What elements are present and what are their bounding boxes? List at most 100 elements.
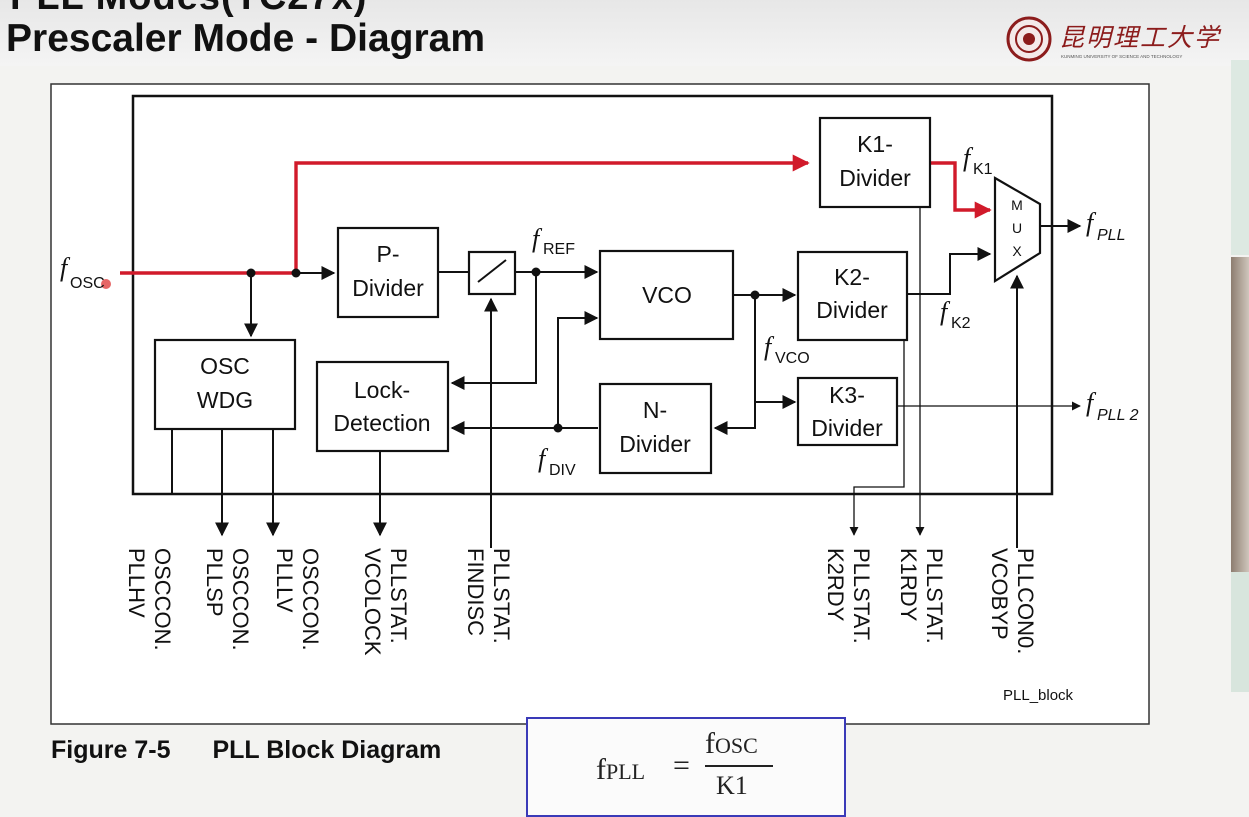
svg-text:OSCCON.: OSCCON. (150, 548, 175, 651)
university-logo: 昆明理工大学 KUNMING UNIVERSITY OF SCIENCE AND… (1005, 14, 1230, 66)
side-panel-bottom (1231, 572, 1249, 692)
svg-text:VCOLOCK: VCOLOCK (360, 548, 385, 656)
svg-text:N-: N- (643, 397, 667, 423)
register-label-pllcon0-vcobyp: PLLCON0. VCOBYP (987, 548, 1038, 654)
signal-wires (171, 207, 1082, 548)
register-label-pllstat-vcolock: PLLSTAT. VCOLOCK (360, 548, 411, 656)
svg-text:FINDISC: FINDISC (463, 548, 488, 636)
svg-text:P-: P- (377, 241, 400, 267)
svg-text:U: U (1012, 220, 1022, 236)
register-label-pllstat-k2rdy: PLLSTAT. K2RDY (823, 548, 874, 644)
svg-text:PLLSTAT.: PLLSTAT. (922, 548, 947, 644)
svg-text:PLLLV: PLLLV (272, 548, 297, 613)
signal-label-fvco: f VCO (764, 332, 810, 367)
svg-text:PLLSP: PLLSP (202, 548, 227, 617)
svg-text:Lock-: Lock- (354, 377, 410, 403)
svg-text:OSCCON.: OSCCON. (298, 548, 323, 651)
slide-supertitle: PLL Modes(TC27x) (10, 0, 367, 19)
svg-text:PLLSTAT.: PLLSTAT. (386, 548, 411, 644)
svg-text:OSC: OSC (70, 275, 105, 292)
svg-text:M: M (1011, 197, 1023, 213)
signal-label-fk2: f K2 (940, 297, 971, 332)
university-seal-icon (1006, 16, 1052, 62)
formula-box: fPLL = fOSC K1 (526, 717, 846, 817)
register-label-oscon-plllv: OSCCON. PLLLV (272, 548, 323, 651)
svg-text:PLLSTAT.: PLLSTAT. (849, 548, 874, 644)
svg-text:K2-: K2- (834, 264, 870, 290)
register-label-oscon-pllhv: OSCCON. PLLHV (124, 548, 175, 651)
pll-module-boundary (131, 94, 1054, 496)
vco-block: VCO (598, 249, 735, 341)
svg-text:f: f (940, 297, 951, 326)
svg-text:WDG: WDG (197, 387, 253, 413)
svg-text:PLL: PLL (1097, 227, 1125, 244)
signal-label-fpll: f PLL (1086, 208, 1125, 244)
svg-text:Divider: Divider (811, 415, 883, 441)
svg-text:f: f (764, 332, 775, 361)
signal-label-fpll2: f PLL 2 (1086, 388, 1139, 424)
formula-numerator: fOSC (705, 727, 758, 760)
university-name-cn: 昆明理工大学 (1059, 23, 1222, 52)
svg-text:Divider: Divider (839, 165, 911, 191)
formula-denominator: K1 (716, 771, 748, 800)
lock-detection-block: Lock- Detection (315, 360, 450, 453)
svg-text:f: f (1086, 388, 1097, 417)
university-name-en: KUNMING UNIVERSITY OF SCIENCE AND TECHNO… (1061, 54, 1183, 59)
svg-text:REF: REF (543, 241, 575, 258)
block-tag: PLL_block (1003, 687, 1074, 704)
cursor-pointer (101, 279, 111, 289)
svg-text:OSC: OSC (200, 353, 250, 379)
svg-text:f: f (532, 224, 543, 253)
formula-equals: = (673, 749, 690, 782)
k1-divider-block: K1- Divider (818, 116, 932, 209)
register-label-pllstat-k1rdy: PLLSTAT. K1RDY (896, 548, 947, 644)
signal-label-fk1: f K1 (963, 143, 993, 178)
signal-label-fosc: f OSC (60, 253, 105, 292)
svg-text:PLLHV: PLLHV (124, 548, 149, 618)
svg-text:f: f (963, 143, 974, 172)
mux-block: M U X (993, 176, 1042, 283)
k2-divider-block: K2- Divider (796, 250, 909, 342)
n-divider-block: N- Divider (598, 382, 713, 475)
formula-lhs: fPLL (596, 753, 646, 786)
svg-text:Divider: Divider (619, 431, 691, 457)
k3-divider-block: K3- Divider (796, 376, 899, 447)
svg-text:PLL 2: PLL 2 (1097, 407, 1139, 424)
side-video-thumbnail (1231, 257, 1249, 572)
svg-text:K3-: K3- (829, 382, 865, 408)
figure-number: Figure 7-5 (51, 736, 171, 764)
figure-title: PLL Block Diagram (212, 736, 442, 764)
svg-text:PLLSTAT.: PLLSTAT. (489, 548, 514, 644)
svg-text:VCOBYP: VCOBYP (987, 548, 1012, 640)
findisc-switch (467, 250, 517, 296)
svg-text:K1RDY: K1RDY (896, 548, 921, 622)
svg-text:f: f (1086, 208, 1097, 237)
svg-text:Detection: Detection (333, 410, 430, 436)
svg-text:Divider: Divider (816, 297, 888, 323)
svg-text:K1: K1 (973, 161, 993, 178)
fraction-bar (705, 765, 773, 767)
svg-text:VCO: VCO (642, 282, 692, 308)
register-label-oscon-pllsp: OSCCON. PLLSP (202, 548, 253, 651)
register-label-pllstat-findisc: PLLSTAT. FINDISC (463, 548, 514, 644)
svg-text:OSCCON.: OSCCON. (228, 548, 253, 651)
signal-label-fref: f REF (532, 224, 575, 258)
osc-wdg-block: OSC WDG (153, 338, 297, 431)
svg-text:PLLCON0.: PLLCON0. (1013, 548, 1038, 654)
side-panel-top (1231, 60, 1249, 255)
svg-text:f: f (60, 253, 71, 282)
svg-text:K2RDY: K2RDY (823, 548, 848, 622)
svg-text:DIV: DIV (549, 462, 576, 479)
svg-text:f: f (538, 444, 549, 473)
slide-title: Prescaler Mode - Diagram (6, 17, 486, 60)
figure-caption: Figure 7-5 PLL Block Diagram (51, 736, 441, 765)
prescaler-path-highlight (120, 154, 992, 275)
svg-text:VCO: VCO (775, 350, 810, 367)
svg-text:X: X (1012, 243, 1022, 259)
svg-text:Divider: Divider (352, 275, 424, 301)
p-divider-block: P- Divider (336, 226, 440, 319)
svg-text:K1-: K1- (857, 131, 893, 157)
svg-text:K2: K2 (951, 315, 971, 332)
signal-label-fdiv: f DIV (538, 444, 576, 479)
